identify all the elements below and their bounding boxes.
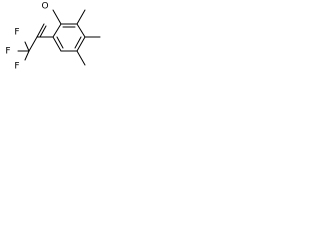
- fluorine-top-atom-label: F: [14, 28, 19, 38]
- ring-bond-c6-c1-inner: [56, 36, 64, 49]
- fluorine-left-atom-label: F: [5, 47, 10, 57]
- ring-bond-c4-c5-inner: [74, 36, 82, 49]
- fluorine-bond-top: [24, 41, 30, 52]
- ring-bond-c6-c1: [52, 36, 62, 52]
- fluorine-bond-bottom: [24, 50, 30, 61]
- oxygen-label-background: [40, 1, 50, 11]
- fluorine-bottom-label-background: [12, 61, 22, 71]
- methyl-bond-top-right: [76, 9, 86, 25]
- fluorine-left-label-background: [3, 46, 13, 56]
- ring-bond-c1-c2: [52, 23, 62, 38]
- ring-bond-c3-c4: [76, 23, 86, 38]
- carbonyl-double-bond-inner: [39, 25, 47, 38]
- oxygen-atom-label: O: [41, 2, 48, 12]
- trifluoromethyl-bond: [28, 36, 38, 52]
- fluorine-bottom-atom-label: F: [14, 62, 19, 72]
- ring-bond-c4-c5: [76, 36, 86, 52]
- fluorine-top-label-background: [12, 27, 22, 37]
- chemical-structure-diagram: O F F F: [3, 1, 101, 72]
- methyl-bond-top-left: [52, 9, 62, 25]
- methyl-bond-bottom: [76, 50, 86, 66]
- carbonyl-double-bond-outer: [36, 23, 45, 38]
- benzene-ring: [52, 23, 86, 52]
